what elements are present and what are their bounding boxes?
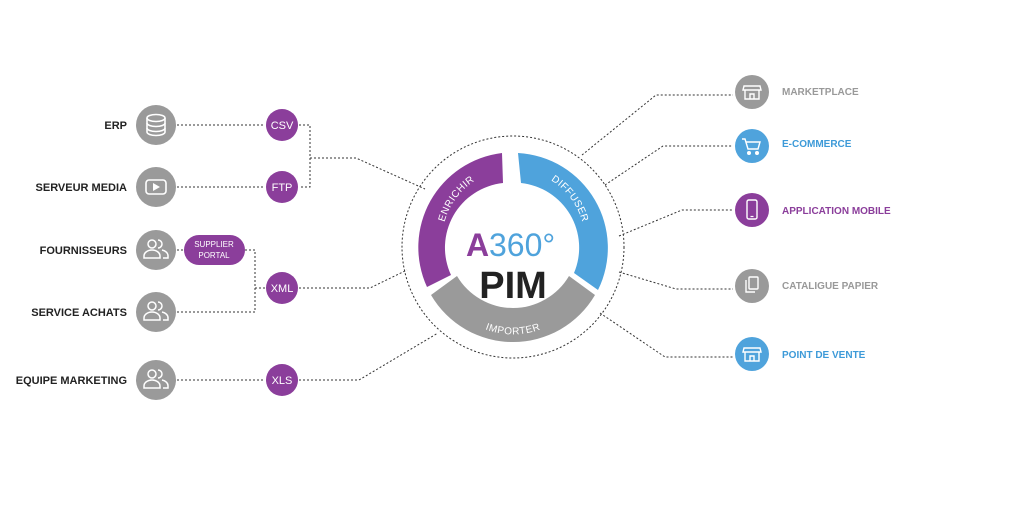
pim-hub: ENRICHIR DIFFUSER IMPORTER A 360° PIM bbox=[401, 135, 625, 359]
channel-label-application-mobile: APPLICATION MOBILE bbox=[782, 206, 891, 217]
phone-icon bbox=[746, 199, 758, 220]
csv-label: CSV bbox=[271, 120, 294, 132]
marketplace-node bbox=[735, 75, 769, 109]
diffuser-arc bbox=[518, 153, 608, 290]
cart-icon bbox=[742, 138, 761, 155]
supplier-portal-line1: SUPPLIER bbox=[194, 240, 234, 249]
connector-lines bbox=[177, 94, 733, 381]
xml-label: XML bbox=[271, 283, 294, 295]
point-de-vente-node bbox=[735, 337, 769, 371]
brand-a: A bbox=[466, 227, 489, 263]
xls-node bbox=[266, 364, 298, 396]
xls-label: XLS bbox=[272, 375, 293, 387]
users-icon bbox=[143, 369, 169, 389]
store-icon bbox=[742, 347, 762, 362]
hub-dashed-ring bbox=[401, 135, 625, 359]
application-mobile-node bbox=[735, 193, 769, 227]
source-label-service-achats: SERVICE ACHATS bbox=[31, 307, 127, 319]
xml-node bbox=[266, 272, 298, 304]
format-nodes: CSV FTP XML XLS SUPPLIER PORTAL bbox=[184, 109, 298, 396]
ftp-label: FTP bbox=[272, 182, 293, 194]
catalogue-papier-node bbox=[735, 269, 769, 303]
supplier-portal-pill bbox=[184, 235, 245, 265]
users-icon bbox=[143, 239, 169, 259]
brand-360: 360° bbox=[489, 227, 555, 263]
supplier-portal-line2: PORTAL bbox=[198, 251, 230, 260]
channel-label-marketplace: MARKETPLACE bbox=[782, 87, 859, 98]
pim-title: PIM bbox=[479, 265, 547, 307]
source-label-serveur-media: SERVEUR MEDIA bbox=[36, 182, 128, 194]
svg-text:IMPORTER: IMPORTER bbox=[484, 322, 542, 338]
play-icon bbox=[145, 179, 167, 195]
users-icon bbox=[143, 301, 169, 321]
channel-nodes: MARKETPLACE E-COMMERCE APPLICATION MOBIL… bbox=[735, 75, 891, 371]
channel-label-ecommerce: E-COMMERCE bbox=[782, 139, 852, 150]
database-icon bbox=[146, 113, 166, 137]
source-label-fournisseurs: FOURNISSEURS bbox=[40, 245, 127, 257]
channel-label-catalogue-papier: CATALIGUE PAPIER bbox=[782, 281, 879, 292]
pages-icon bbox=[745, 276, 759, 293]
enrichir-arc bbox=[418, 153, 503, 287]
source-nodes: ERP SERVEUR MEDIA FOURNISSEURS SERVICE A… bbox=[16, 105, 176, 400]
channel-label-point-de-vente: POINT DE VENTE bbox=[782, 350, 866, 361]
importer-arc bbox=[431, 276, 595, 343]
csv-node bbox=[266, 109, 298, 141]
importer-label: IMPORTER bbox=[484, 322, 541, 338]
source-label-equipe-marketing: EQUIPE MARKETING bbox=[16, 375, 127, 387]
ecommerce-node bbox=[735, 129, 769, 163]
source-label-erp: ERP bbox=[104, 120, 127, 132]
store-icon bbox=[742, 85, 762, 100]
erp-node bbox=[136, 105, 176, 145]
ftp-node bbox=[266, 171, 298, 203]
